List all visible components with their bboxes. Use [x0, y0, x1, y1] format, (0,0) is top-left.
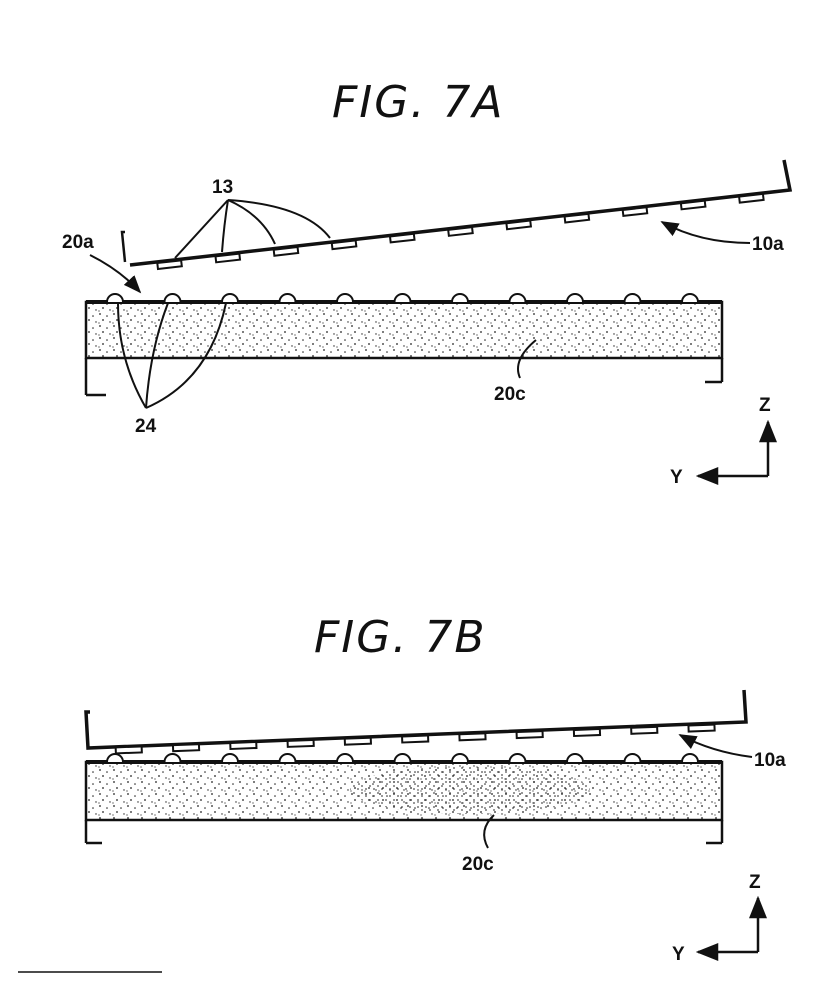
- bump: [165, 754, 181, 762]
- label-20c: 20c: [494, 384, 526, 405]
- bump: [567, 754, 583, 762]
- leader-13-c: [228, 200, 275, 244]
- pad: [459, 733, 485, 740]
- bump: [510, 754, 526, 762]
- bump: [567, 294, 583, 302]
- pad: [390, 234, 415, 243]
- pad: [116, 746, 142, 753]
- figure-7a-title: FIG. 7A: [332, 77, 504, 128]
- bump: [337, 754, 353, 762]
- bump: [107, 754, 123, 762]
- label-13: 13: [212, 177, 233, 198]
- pad: [402, 736, 428, 743]
- figure-7b: FIG. 7B 10a 20c Z Y: [86, 612, 786, 965]
- pad: [157, 260, 182, 269]
- leader-13-b: [222, 200, 228, 252]
- label-10a: 10a: [752, 234, 784, 255]
- bump: [280, 294, 296, 302]
- substrate-7b: [86, 754, 722, 843]
- axis-y-label: Y: [670, 467, 683, 488]
- axis-z-label-7b: Z: [749, 872, 761, 893]
- bump: [682, 294, 698, 302]
- axes-7a: Z Y: [670, 395, 771, 488]
- bump: [452, 294, 468, 302]
- pads-row-7b: [116, 725, 715, 754]
- figure-7a: FIG. 7A 13 20a 10a: [62, 77, 790, 488]
- substrate-7a: [86, 294, 722, 395]
- bump: [510, 294, 526, 302]
- arrow-10a: [662, 222, 750, 243]
- pad: [345, 738, 371, 745]
- bump: [625, 754, 641, 762]
- pad: [215, 254, 240, 263]
- pad: [565, 214, 590, 223]
- pads-row: [157, 194, 763, 269]
- label-20c-7b: 20c: [462, 854, 494, 875]
- pad: [681, 201, 706, 210]
- chip-outline: [130, 160, 790, 265]
- pad: [506, 221, 531, 230]
- compressed-region: [350, 766, 590, 814]
- bump: [682, 754, 698, 762]
- arrow-20a: [90, 255, 140, 292]
- figure-7b-title: FIG. 7B: [314, 612, 487, 663]
- leaders-13: [175, 200, 330, 258]
- bump: [222, 754, 238, 762]
- bump: [280, 754, 296, 762]
- pad: [623, 207, 648, 216]
- substrate-body: [86, 302, 722, 358]
- bump: [395, 294, 411, 302]
- bump: [107, 294, 123, 302]
- bump: [165, 294, 181, 302]
- pad: [631, 727, 657, 734]
- label-10a-7b: 10a: [754, 750, 786, 771]
- pad: [332, 240, 357, 249]
- pad: [739, 194, 764, 203]
- bump: [337, 294, 353, 302]
- axes-7b: Z Y: [672, 872, 761, 965]
- pad: [448, 227, 473, 236]
- chip-bracket-left: [122, 232, 125, 262]
- pad: [230, 742, 256, 749]
- bump: [625, 294, 641, 302]
- label-20a: 20a: [62, 232, 94, 253]
- pad: [517, 731, 543, 738]
- leader-13-d: [228, 200, 330, 238]
- pad: [688, 725, 714, 732]
- axis-y-label-7b: Y: [672, 944, 685, 965]
- label-24: 24: [135, 416, 157, 437]
- bump: [395, 754, 411, 762]
- pad: [574, 729, 600, 736]
- pad: [288, 740, 314, 747]
- bump: [222, 294, 238, 302]
- bump: [452, 754, 468, 762]
- chip-10a-aligned: [86, 690, 746, 753]
- pad: [173, 744, 199, 751]
- pad: [274, 247, 299, 256]
- leader-13-a: [175, 200, 228, 258]
- axis-z-label: Z: [759, 395, 771, 416]
